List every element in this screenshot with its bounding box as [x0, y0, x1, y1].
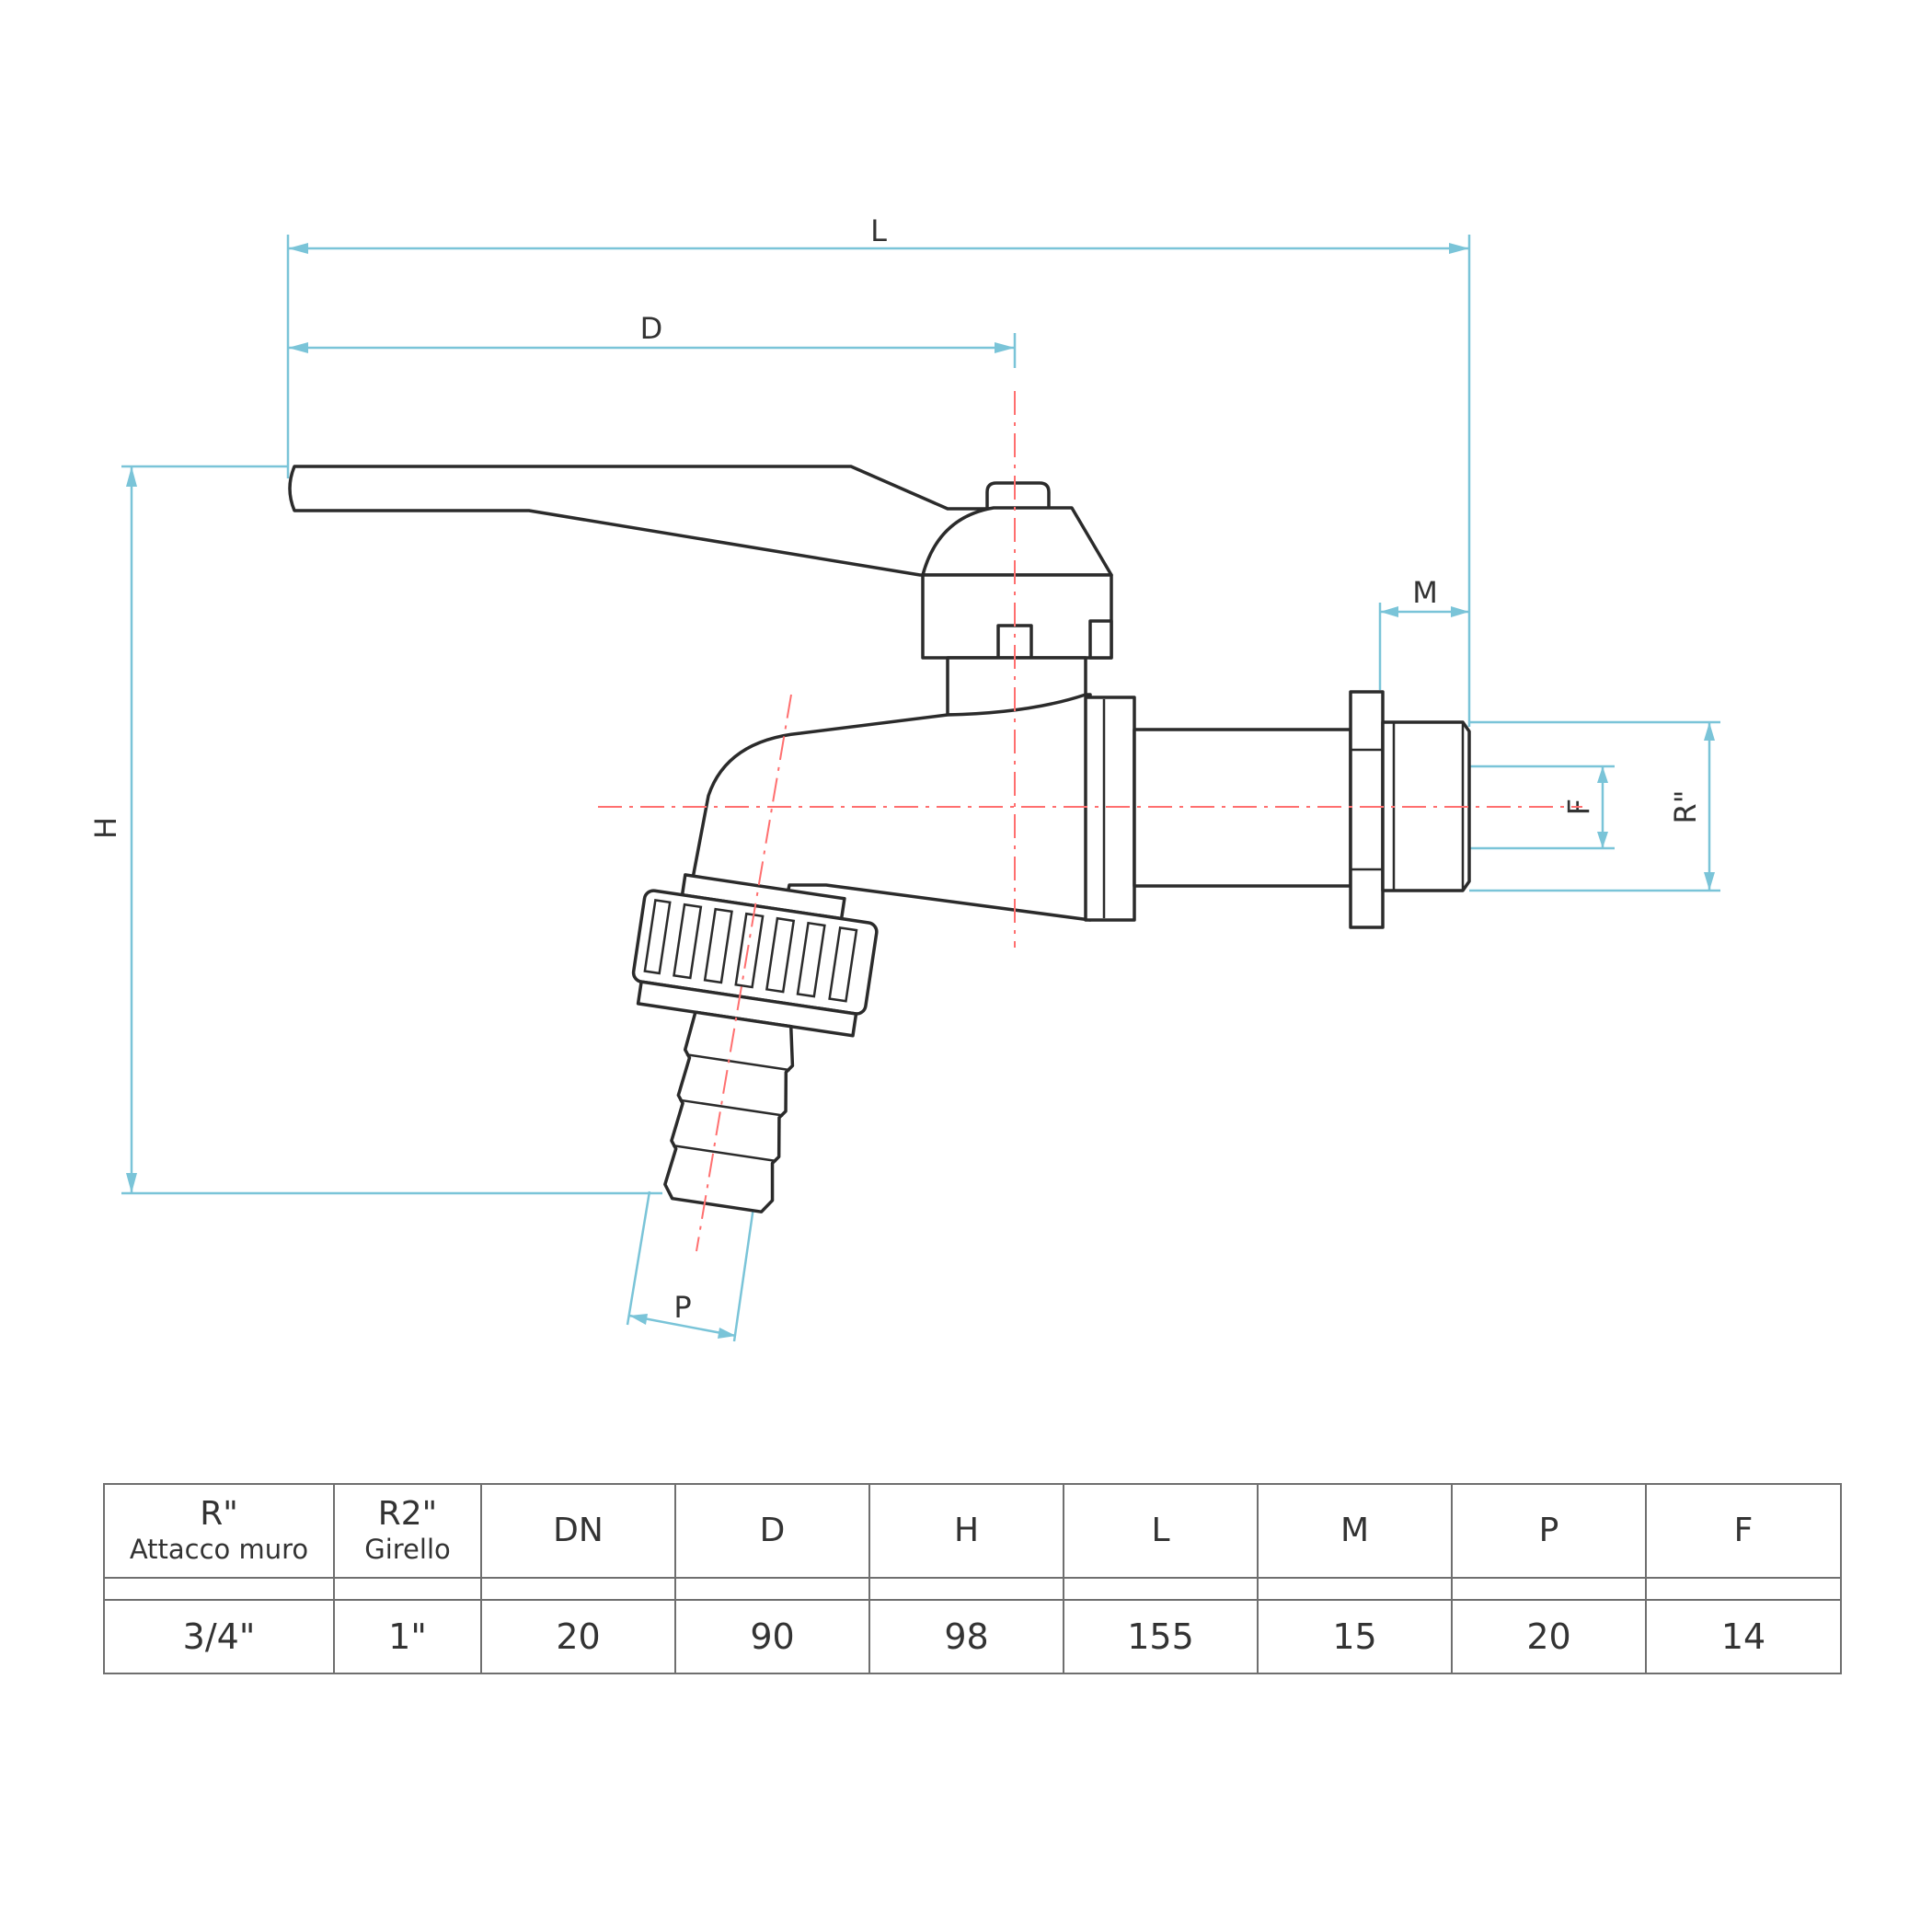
stem-tab	[1088, 619, 1113, 660]
header-cell-dn: DN	[480, 1483, 676, 1579]
header-cell-r2: R2"Girello	[333, 1483, 482, 1579]
header-cell-d: D	[674, 1483, 870, 1579]
flange-ring	[1084, 696, 1136, 922]
value-cell-dn: 20	[480, 1599, 676, 1674]
valve-body-group	[288, 465, 1471, 1213]
label-d: D	[640, 311, 663, 346]
header-cell-p: P	[1451, 1483, 1647, 1579]
dimension-p-line	[628, 1314, 737, 1338]
dimension-lines	[121, 235, 1720, 1342]
value-cell-h: 98	[868, 1599, 1064, 1674]
header-cell-l: L	[1063, 1483, 1259, 1579]
table-spacer-row	[103, 1577, 1842, 1601]
hose-nozzle	[663, 1010, 795, 1213]
spout-centerline	[696, 694, 792, 1252]
hex-nut	[1349, 690, 1385, 929]
handle-nut	[985, 481, 1051, 511]
dimension-labels: L D H M F R" P	[88, 213, 1703, 1325]
header-cell-m: M	[1257, 1483, 1453, 1579]
valve-technical-drawing: L D H M F R" P	[88, 213, 1720, 1342]
header-cell-h: H	[868, 1483, 1064, 1579]
center-lines	[598, 391, 1582, 1252]
dimensions-table: R"Attacco muro R2"Girello DN D H L M P F…	[103, 1483, 1842, 1674]
label-r: R"	[1668, 790, 1703, 824]
value-cell-m: 15	[1257, 1599, 1453, 1674]
label-p: P	[673, 1290, 691, 1325]
label-m: M	[1412, 575, 1438, 610]
header-cell-f: F	[1645, 1483, 1842, 1579]
value-cell-l: 155	[1063, 1599, 1259, 1674]
hose-coupling-group	[631, 873, 879, 1213]
label-l: L	[870, 213, 887, 248]
value-cell-p: 20	[1451, 1599, 1647, 1674]
label-h: H	[88, 817, 123, 839]
value-cell-r: 3/4"	[103, 1599, 335, 1674]
value-cell-d: 90	[674, 1599, 870, 1674]
table-row: 3/4" 1" 20 90 98 155 15 20 14	[103, 1599, 1842, 1674]
value-cell-r2: 1"	[333, 1599, 482, 1674]
table-header-row: R"Attacco muro R2"Girello DN D H L M P F	[103, 1483, 1842, 1579]
handle-cap	[921, 506, 1113, 577]
value-cell-f: 14	[1645, 1599, 1842, 1674]
header-cell-r: R"Attacco muro	[103, 1483, 335, 1579]
